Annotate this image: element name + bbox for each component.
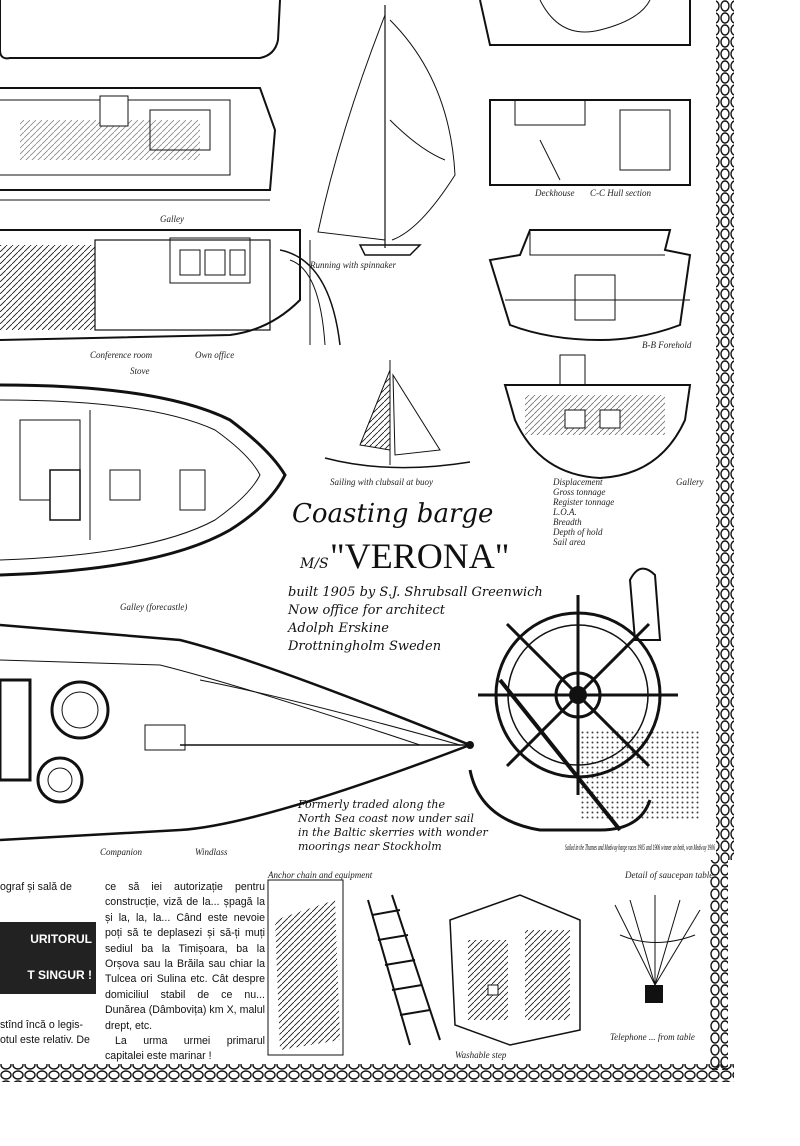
headline-line-1: URITORUL [30, 932, 92, 946]
bottom-illustrations [267, 879, 701, 1056]
label-conference-room: Conference room [90, 350, 153, 360]
spec-value: Gallery [676, 477, 704, 487]
label-deckhouse: Deckhouse [534, 188, 574, 198]
label-galley-forecastle: Galley (forecastle) [120, 602, 187, 612]
subtitle-line-3: Adolph Erskine [287, 621, 389, 636]
spec-row: Register tonnage [552, 497, 614, 507]
article-column-right: ce să iei autorizație pentru construcție… [105, 880, 265, 1065]
title-coasting-barge: Coasting barge [292, 499, 493, 529]
spinnaker-sail-drawing [317, 5, 456, 256]
label-telephone: Telephone ... from table [610, 1032, 695, 1042]
rope-border-right-lower [710, 860, 728, 1070]
subtitle-line-1: built 1905 by S.J. Shrubsall Greenwich [288, 585, 543, 600]
label-anchor-equipment: Anchor chain and equipment [267, 870, 373, 880]
spec-table: Displacement Gross tonnage Register tonn… [552, 477, 704, 547]
upper-section-drawing [0, 87, 277, 201]
note-line-1: Formerly traded along the [297, 798, 445, 811]
spec-row: Displacement [552, 477, 603, 487]
label-windlass: Windlass [195, 847, 228, 857]
label-clubsail: Sailing with clubsail at buoy [330, 477, 433, 487]
title-prefix: M/S [299, 556, 329, 572]
note-line-3: in the Baltic skerries with wonder [298, 826, 488, 839]
label-section-c: C-C Hull section [590, 188, 651, 198]
article-paragraph-1: ce să iei autorizație pentru construcție… [105, 881, 265, 1032]
label-washable-step: Washable step [455, 1050, 507, 1060]
article-paragraph-2: La urma urmei primarul capitalei este ma… [105, 1035, 265, 1063]
title-verona: "VERONA" [330, 536, 509, 576]
label-forehold: B-B Forehold [642, 340, 692, 350]
spec-row: Depth of hold [552, 527, 603, 537]
label-spinnaker: Running with spinnaker [309, 260, 396, 270]
subtitle-line-2: Now office for architect [287, 603, 446, 618]
spec-row: L.O.A. [552, 507, 577, 517]
article-col1-bottom-block: stînd încă o legis- otul este relativ. D… [0, 1018, 98, 1049]
hull-section-c [489, 99, 691, 186]
hull-section-b [488, 229, 692, 342]
label-own-office: Own office [195, 350, 234, 360]
label-detail-saucepan: Detail of saucepan table [624, 870, 713, 880]
deck-plan-drawing [0, 383, 287, 577]
label-companion: Companion [100, 847, 143, 857]
spec-row: Gross tonnage [553, 487, 605, 497]
article-col1-bottom: stînd încă o legis- otul este relativ. D… [0, 1019, 90, 1047]
article-col1-top: ograf și sală de [0, 881, 72, 893]
note-line-2: North Sea coast now under sail [297, 812, 474, 825]
rope-border-bottom [0, 1064, 734, 1082]
sailboat-drawing [324, 360, 471, 469]
ships-wheel-drawing [468, 567, 700, 832]
spec-row: Breadth [553, 517, 582, 527]
subtitle-line-4: Drottningholm Sweden [287, 639, 441, 654]
lower-profile-drawing [0, 623, 474, 842]
article-headline-box: URITORUL T SINGUR ! [0, 922, 96, 994]
caption-small: Sailed in the Thames and Medway barge ra… [565, 843, 715, 852]
note-line-4: moorings near Stockholm [298, 840, 442, 853]
rope-border-right [716, 0, 734, 860]
hull-section-a [503, 354, 692, 480]
spec-row: Sail area [553, 537, 586, 547]
label-stove: Stove [130, 366, 150, 376]
article-column-left: ograf și sală de [0, 880, 98, 895]
profile-section-drawing [0, 229, 341, 346]
headline-line-2: T SINGUR ! [27, 968, 92, 982]
label-galley: Galley [160, 214, 184, 224]
